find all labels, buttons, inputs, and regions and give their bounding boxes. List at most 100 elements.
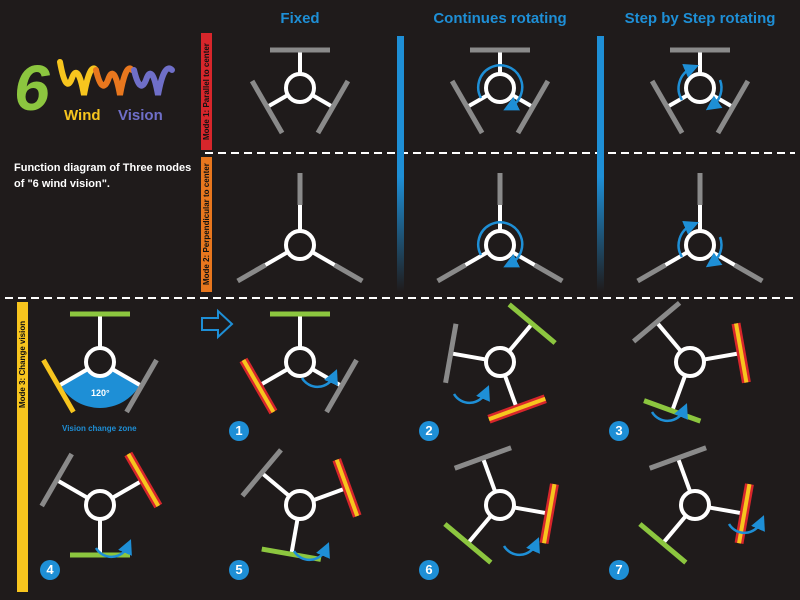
turbine-arm bbox=[655, 320, 683, 353]
rotation-arrow-icon bbox=[292, 542, 330, 562]
mode2-label: Mode 2: Perpendicular to center bbox=[202, 163, 211, 286]
header-step: Step by Step rotating bbox=[624, 10, 776, 27]
turbine bbox=[239, 311, 359, 415]
mode2-bar bbox=[201, 157, 212, 292]
turbine bbox=[636, 173, 764, 284]
turbine-arm bbox=[670, 374, 688, 412]
turbine-arm bbox=[257, 367, 289, 388]
turbine-blade bbox=[733, 262, 764, 284]
turbine-blade bbox=[333, 262, 364, 284]
turbine-blade bbox=[240, 448, 283, 498]
turbine bbox=[638, 445, 765, 565]
rotation-arrow-icon bbox=[476, 221, 524, 268]
logo-wave-blue bbox=[131, 65, 175, 96]
turbine-arm bbox=[266, 93, 289, 109]
rotation-arrow-icon bbox=[300, 369, 338, 389]
turbine-arm bbox=[111, 478, 145, 500]
turbine-arm bbox=[664, 250, 689, 267]
turbine-arm bbox=[289, 518, 300, 555]
turbine-blade bbox=[631, 300, 682, 344]
column-divider-continuous bbox=[397, 36, 404, 292]
turbine-blade bbox=[636, 262, 667, 284]
rotation-arrow-icon bbox=[502, 537, 540, 557]
turbine-arm bbox=[312, 486, 348, 503]
turbine bbox=[249, 47, 351, 135]
step-badge-1: 1 bbox=[229, 421, 249, 441]
turbine-blade bbox=[515, 79, 551, 135]
turbine-arm bbox=[264, 250, 289, 267]
turbine bbox=[39, 451, 163, 559]
turbine-blade bbox=[453, 445, 512, 471]
turbine-arm bbox=[676, 457, 693, 493]
turbine bbox=[449, 47, 551, 135]
turbine-blade-active-stripe bbox=[126, 453, 161, 507]
column-divider-step bbox=[597, 36, 604, 292]
rotation-arrow-icon bbox=[476, 64, 524, 111]
turbine-arm bbox=[502, 374, 519, 410]
turbine-blade bbox=[39, 452, 74, 508]
hub-circle-icon bbox=[484, 346, 516, 378]
turbine bbox=[443, 445, 559, 565]
turbine-blade bbox=[648, 445, 707, 471]
turbine-blade bbox=[638, 522, 688, 565]
turbine-blade bbox=[643, 398, 702, 424]
turbine-arm bbox=[466, 93, 489, 109]
turbine-blade-active-stripe bbox=[542, 483, 557, 544]
turbine-arm bbox=[666, 93, 689, 109]
turbine-blade bbox=[261, 546, 322, 562]
header-fixed: Fixed bbox=[280, 10, 320, 27]
turbine bbox=[240, 448, 362, 562]
hub-circle-icon bbox=[484, 229, 516, 261]
step-badge-4: 4 bbox=[40, 560, 60, 580]
turbine-arm bbox=[464, 250, 489, 267]
turbine bbox=[236, 173, 364, 284]
hub-circle-icon bbox=[684, 229, 716, 261]
hub-circle-icon bbox=[684, 72, 716, 104]
turbine-arm bbox=[511, 93, 534, 109]
hub-circle-icon bbox=[84, 489, 116, 521]
step-badge-7: 7 bbox=[609, 560, 629, 580]
turbine-blade bbox=[436, 262, 467, 284]
turbine bbox=[649, 47, 751, 135]
turbine-arm bbox=[708, 505, 745, 516]
turbine-blade-active-stripe bbox=[334, 459, 360, 517]
turbine-blade-active-stripe bbox=[241, 359, 276, 413]
hub-circle-icon bbox=[84, 346, 116, 378]
hub-circle-icon bbox=[484, 489, 516, 521]
turbine-blade-active-stripe bbox=[488, 396, 546, 422]
turbine-arm bbox=[711, 93, 734, 109]
turbine-arm bbox=[450, 351, 487, 362]
step-arrow-icon bbox=[705, 236, 723, 268]
turbine-blade bbox=[507, 302, 557, 345]
turbine-blade bbox=[124, 358, 159, 414]
hub-circle-icon bbox=[679, 489, 711, 521]
step-badge-2: 2 bbox=[419, 421, 439, 441]
rotation-arrow-icon bbox=[650, 403, 688, 423]
step-badge-3: 3 bbox=[609, 421, 629, 441]
diagram-description: Function diagram of Three modes of "6 wi… bbox=[14, 162, 192, 190]
vision-change-zone-label: Vision change zone bbox=[62, 424, 137, 433]
turbine-arm bbox=[481, 457, 498, 493]
hub-circle-icon bbox=[284, 229, 316, 261]
turbine-blade bbox=[315, 79, 351, 135]
hub-circle-icon bbox=[284, 72, 316, 104]
rotation-arrow-icon bbox=[94, 539, 132, 559]
turbine bbox=[436, 173, 564, 284]
rotation-arrow-icon bbox=[727, 515, 765, 535]
turbine-arm bbox=[513, 505, 550, 516]
logo-name-part2: Vision bbox=[118, 107, 163, 124]
right-arrow-icon bbox=[201, 308, 234, 340]
turbine-blade bbox=[715, 79, 751, 135]
turbine-arm bbox=[311, 93, 334, 109]
logo-wave-orange bbox=[93, 65, 135, 96]
logo: 6 Wind Vision bbox=[14, 52, 175, 124]
logo-wave-yellow bbox=[57, 59, 99, 96]
logo-name-part1: Wind bbox=[64, 107, 101, 124]
mode1-bar bbox=[201, 33, 212, 150]
logo-digit: 6 bbox=[14, 52, 50, 124]
hub-circle-icon bbox=[484, 72, 516, 104]
turbine-arm bbox=[661, 514, 688, 545]
step-arrow-icon bbox=[677, 64, 699, 101]
mode1-label: Mode 1: Parallel to center bbox=[202, 43, 211, 140]
